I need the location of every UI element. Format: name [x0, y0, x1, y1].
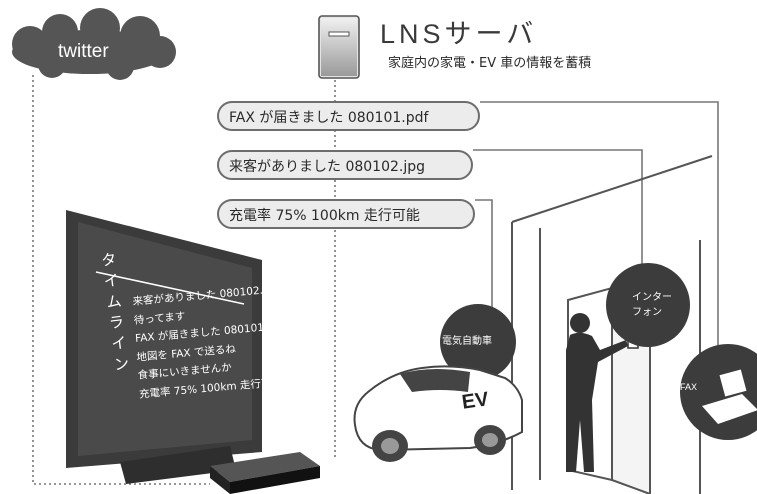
message-connectors	[473, 101, 719, 355]
dotted-connectors	[32, 75, 336, 485]
intercom-label: インター フォン	[632, 290, 672, 320]
set-top-box-icon	[210, 452, 320, 494]
intercom-label-line2: フォン	[632, 307, 662, 318]
server-title: LNSサーバ	[380, 19, 538, 49]
car-ev-badge: EV	[460, 388, 491, 414]
server-description: 家庭内の家電・EV 車の情報を蓄積	[388, 56, 592, 71]
fax-label: FAX	[680, 382, 698, 392]
ev-label: 電気自動車	[442, 336, 492, 347]
message-pill-charge: 充電率 75% 100km 走行可能	[217, 199, 475, 229]
tv-stand	[120, 446, 236, 484]
server-icon	[318, 15, 360, 79]
tv-heading-rule	[95, 271, 245, 305]
fax-bubble	[680, 344, 757, 440]
tv-timeline-list: 来客がありました 080102.jpg 待ってます FAX が届きました 080…	[132, 280, 288, 404]
intercom-label-line1: インター	[632, 292, 672, 303]
cloud-icon	[12, 8, 176, 80]
person-icon	[566, 313, 628, 472]
ev-bubble	[440, 304, 516, 380]
car-icon	[353, 365, 523, 462]
tv-icon	[66, 210, 262, 484]
fax-machine-icon	[702, 369, 757, 424]
intercom-bubble	[606, 263, 690, 347]
message-pill-visitor: 来客がありました 080102.jpg	[217, 150, 473, 180]
twitter-label: twitter	[58, 41, 109, 62]
message-pill-fax: FAX が届きました 080101.pdf	[217, 101, 480, 131]
